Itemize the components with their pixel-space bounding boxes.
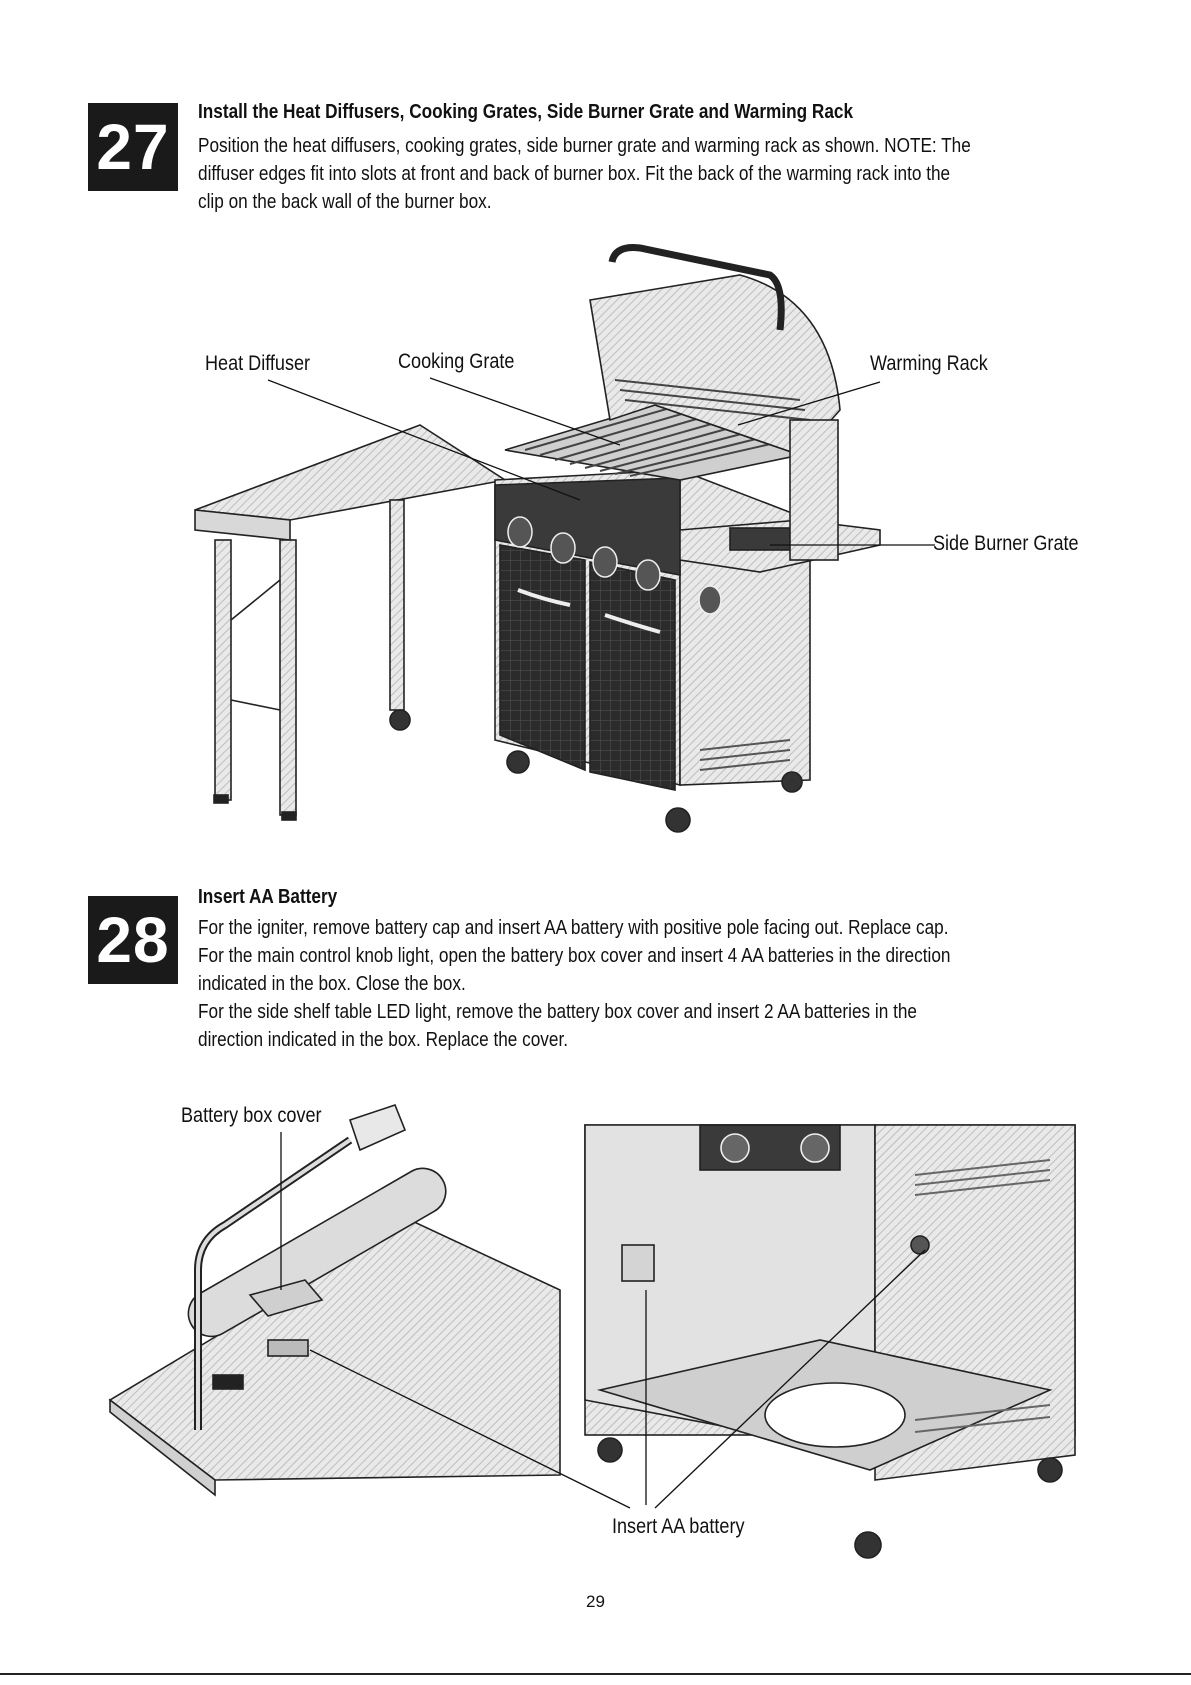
step-27-line: clip on the back wall of the burner box. [198,191,492,213]
grill-illustration [194,244,935,833]
step-28-leader-lines [280,1132,926,1509]
cooking-grate-label: Cooking Grate [398,350,515,373]
step-28-line: For the igniter, remove battery cap and … [198,917,949,939]
step-27-number: 27 [88,103,178,191]
step-28-line: For the main control knob light, open th… [198,945,951,967]
control-knobs [507,516,661,591]
step-28-instructions: For the igniter, remove battery cap and … [198,914,950,1054]
insert-aa-battery-label: Insert AA battery [612,1515,745,1538]
battery-box-cover-label: Battery box cover [181,1104,322,1127]
step-28-line: direction indicated in the box. Replace … [198,1029,569,1051]
side-burner-grate-label: Side Burner Grate [933,532,1079,555]
step-27-instructions: Position the heat diffusers, cooking gra… [198,132,971,216]
step-28-line: indicated in the box. Close the box. [198,973,466,995]
step-27-title: Install the Heat Diffusers, Cooking Grat… [198,101,854,123]
folding-side-table [194,424,508,821]
page-number: 29 [586,1592,605,1611]
side-burner-shelf [679,419,881,615]
step-27-line: Position the heat diffusers, cooking gra… [198,135,971,157]
side-shelf-led-detail [108,1104,561,1497]
heat-diffuser-label: Heat Diffuser [205,352,311,375]
grill-lid [589,244,841,456]
cart-interior-detail [584,1124,1076,1559]
battery-illustrations [108,1104,1076,1559]
page-bottom-rule [0,1673,1191,1675]
step-27-line: diffuser edges fit into slots at front a… [198,163,951,185]
step-27-leader-lines [267,377,935,546]
warming-rack-label: Warming Rack [870,352,988,375]
step-28-line: For the side shelf table LED light, remo… [198,1001,917,1023]
burner-box [504,404,804,481]
step-28-title: Insert AA Battery [198,886,338,908]
step-28-number: 28 [88,896,178,984]
